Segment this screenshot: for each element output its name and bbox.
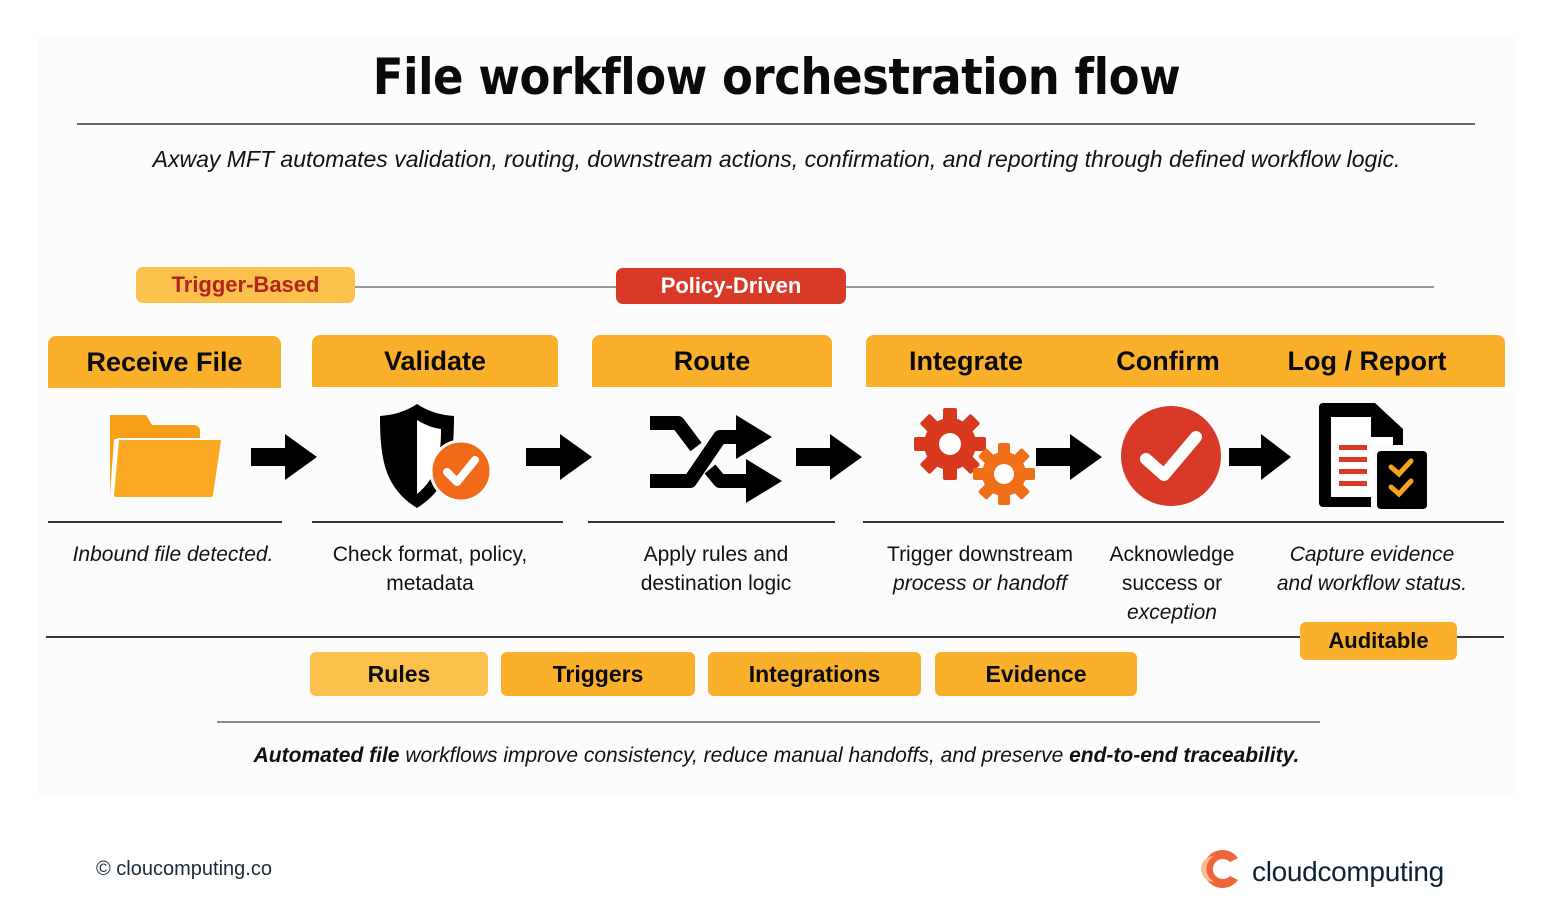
step-title-log-report: Log / Report — [1287, 345, 1447, 376]
desc-line: Capture evidence — [1289, 543, 1455, 566]
step-description-confirm: Acknowledge success or exception — [1092, 540, 1252, 627]
brand-name: cloudcomputing — [1252, 855, 1444, 887]
gears-icon — [912, 404, 1040, 508]
footer-divider — [217, 721, 1320, 723]
desc-line: Apply rules and — [643, 543, 789, 566]
flow-arrow-icon — [251, 434, 317, 480]
desc-line: process or handoff — [893, 572, 1067, 595]
flow-arrow-icon — [1229, 434, 1291, 480]
step-description-receive-file: Inbound file detected. — [48, 540, 298, 569]
check-circle-icon — [1120, 405, 1222, 507]
desc-line: and workflow status. — [1276, 572, 1468, 595]
footer-summary-text: workflows improve consistency, reduce ma… — [399, 744, 1070, 767]
step-description-route: Apply rules and destination logic — [598, 540, 834, 598]
step-divider — [588, 521, 835, 523]
section-divider — [46, 636, 1504, 638]
step-title-integrate: Integrate — [908, 345, 1024, 376]
desc-line: exception — [1127, 601, 1217, 624]
policy-driven-tag: Policy-Driven — [616, 268, 846, 304]
brand-logo[interactable]: cloudcomputing — [1200, 848, 1444, 895]
report-checklist-icon — [1315, 403, 1429, 511]
step-title: Route — [673, 345, 751, 376]
step-description-validate: Check format, policy, metadata — [312, 540, 548, 598]
desc-line: Trigger downstream — [887, 543, 1073, 566]
pill-triggers: Triggers — [501, 652, 695, 696]
step-header-route: Route — [592, 335, 832, 387]
page-subtitle: Axway MFT automates validation, routing,… — [152, 146, 1401, 172]
title-divider — [77, 123, 1475, 125]
pill-integrations: Integrations — [708, 652, 921, 696]
desc-line: Check format, policy, — [332, 543, 528, 566]
step-title: Receive File — [86, 346, 243, 377]
desc-line: Acknowledge — [1109, 543, 1235, 566]
step-header-receive-file: Receive File — [48, 336, 281, 388]
step-divider — [312, 521, 563, 523]
brand-c-icon — [1200, 848, 1242, 895]
step-header-group: Integrate Confirm Log / Report — [866, 335, 1505, 387]
footer-summary: Automated file workflows improve consist… — [0, 744, 1553, 768]
step-description-integrate: Trigger downstream process or handoff — [870, 540, 1090, 598]
pill-rules: Rules — [310, 652, 488, 696]
desc-line: Inbound file detected. — [72, 543, 274, 566]
copyright-text: © cloucomputing.co — [96, 858, 272, 880]
trigger-based-tag: Trigger-Based — [136, 267, 355, 303]
step-description-log-report: Capture evidence and workflow status. — [1262, 540, 1482, 598]
step-title-confirm: Confirm — [1116, 345, 1220, 376]
auditable-badge: Auditable — [1300, 622, 1457, 660]
footer-summary-bold-end: end-to-end traceability. — [1069, 744, 1300, 767]
desc-line: destination logic — [640, 572, 792, 595]
step-title: Validate — [383, 345, 487, 376]
folder-icon — [104, 411, 226, 501]
shield-check-icon — [377, 400, 495, 515]
flow-arrow-icon — [1036, 434, 1102, 480]
desc-line: success or — [1121, 572, 1223, 595]
pill-evidence: Evidence — [935, 652, 1137, 696]
footer-summary-bold-start: Automated file — [253, 744, 400, 767]
desc-line: metadata — [386, 572, 474, 595]
step-header-validate: Validate — [312, 335, 558, 387]
step-divider — [863, 521, 1504, 523]
shuffle-arrows-icon — [648, 413, 784, 505]
flow-arrow-icon — [796, 434, 862, 480]
step-divider — [48, 521, 282, 523]
flow-arrow-icon — [526, 434, 592, 480]
phase-line — [354, 286, 1434, 288]
page-title: File workflow orchestration flow — [372, 48, 1181, 106]
